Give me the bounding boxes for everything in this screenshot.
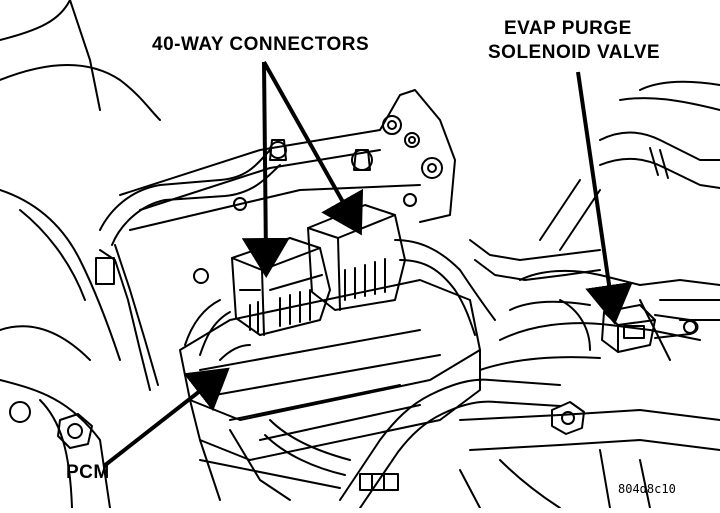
arrow-pcm: [102, 367, 230, 468]
arrow-connector-1: [241, 61, 290, 278]
stud-1: [382, 115, 402, 135]
clamp-bottom: [359, 473, 399, 491]
evap-solenoid: [601, 304, 699, 353]
fender-panel: [0, 0, 71, 41]
stud-5: [269, 139, 287, 161]
evap-label-line2: SOLENOID VALVE: [488, 42, 661, 63]
arrow-evap: [576, 71, 633, 325]
stud-2: [404, 132, 420, 148]
connectors-label: 40-WAY CONNECTORS: [152, 34, 370, 55]
evap-label-line1: EVAP PURGE: [504, 18, 632, 39]
mounting-bracket: [119, 89, 456, 223]
connector-2: [307, 204, 406, 311]
figure-code: 804d8c10: [618, 482, 676, 496]
bolt-left: [57, 413, 93, 449]
bolt-right: [551, 401, 585, 435]
pcm-label: PCM: [66, 462, 110, 483]
tube: [339, 378, 561, 501]
stud-3: [351, 149, 373, 171]
arrow-connector-2: [262, 61, 364, 236]
stud-4: [421, 157, 443, 179]
connector-1: [193, 237, 331, 336]
